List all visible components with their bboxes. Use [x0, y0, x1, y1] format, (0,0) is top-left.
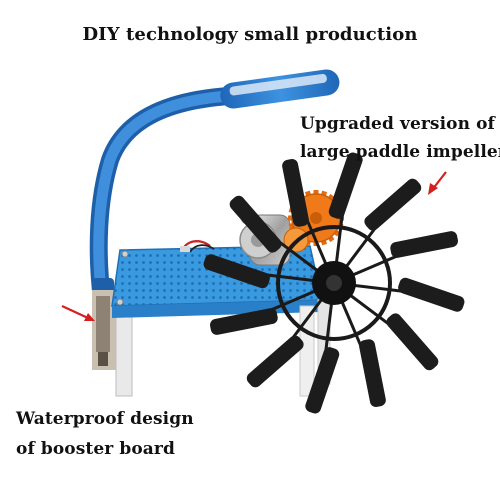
impeller-paddle — [246, 335, 304, 388]
impeller-annotation-line-2: large paddle impeller — [300, 142, 500, 162]
page-title: DIY technology small production — [82, 24, 418, 45]
impeller-paddle — [305, 347, 340, 414]
impeller-paddle — [359, 339, 386, 407]
board-annotation: Waterproof design of booster board — [16, 404, 236, 464]
impeller-paddle — [282, 159, 309, 227]
impeller-paddle — [229, 195, 282, 253]
impeller-paddle — [210, 308, 278, 335]
paddle-impeller — [203, 152, 465, 414]
arrow-board — [61, 305, 95, 321]
impeller-paddle — [386, 313, 439, 371]
arrow-impeller — [428, 171, 447, 195]
board-annotation-line-2: of booster board — [16, 439, 175, 459]
impeller-annotation: Upgraded version of large paddle impelle… — [300, 110, 500, 166]
impeller-annotation-line-1: Upgraded version of — [300, 114, 495, 134]
impeller-paddle — [398, 277, 465, 312]
orange-gear — [283, 190, 344, 253]
board-annotation-line-1: Waterproof design — [16, 409, 194, 429]
impeller-paddle — [328, 152, 363, 219]
impeller-paddle — [203, 254, 270, 289]
booster-board-leg — [92, 290, 133, 397]
gear-tooth — [313, 190, 319, 196]
impeller-paddle — [390, 231, 458, 258]
impeller-paddle — [364, 178, 422, 231]
